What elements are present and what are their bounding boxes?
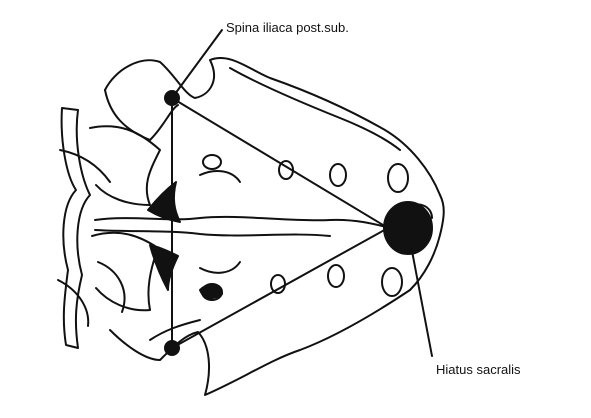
vertebrae-left [58, 108, 160, 348]
label-spina-iliaca: Spina iliaca post.sub. [226, 20, 349, 35]
triangle-lines [172, 98, 388, 348]
landmark-dot-bottom [164, 340, 180, 356]
landmark-dot-top [164, 90, 180, 106]
hiatus-mark [384, 202, 432, 254]
sacral-foramina [202, 155, 408, 300]
leader-line-top [172, 30, 222, 98]
label-hiatus-sacralis: Hiatus sacralis [436, 362, 521, 377]
shading [148, 182, 222, 298]
